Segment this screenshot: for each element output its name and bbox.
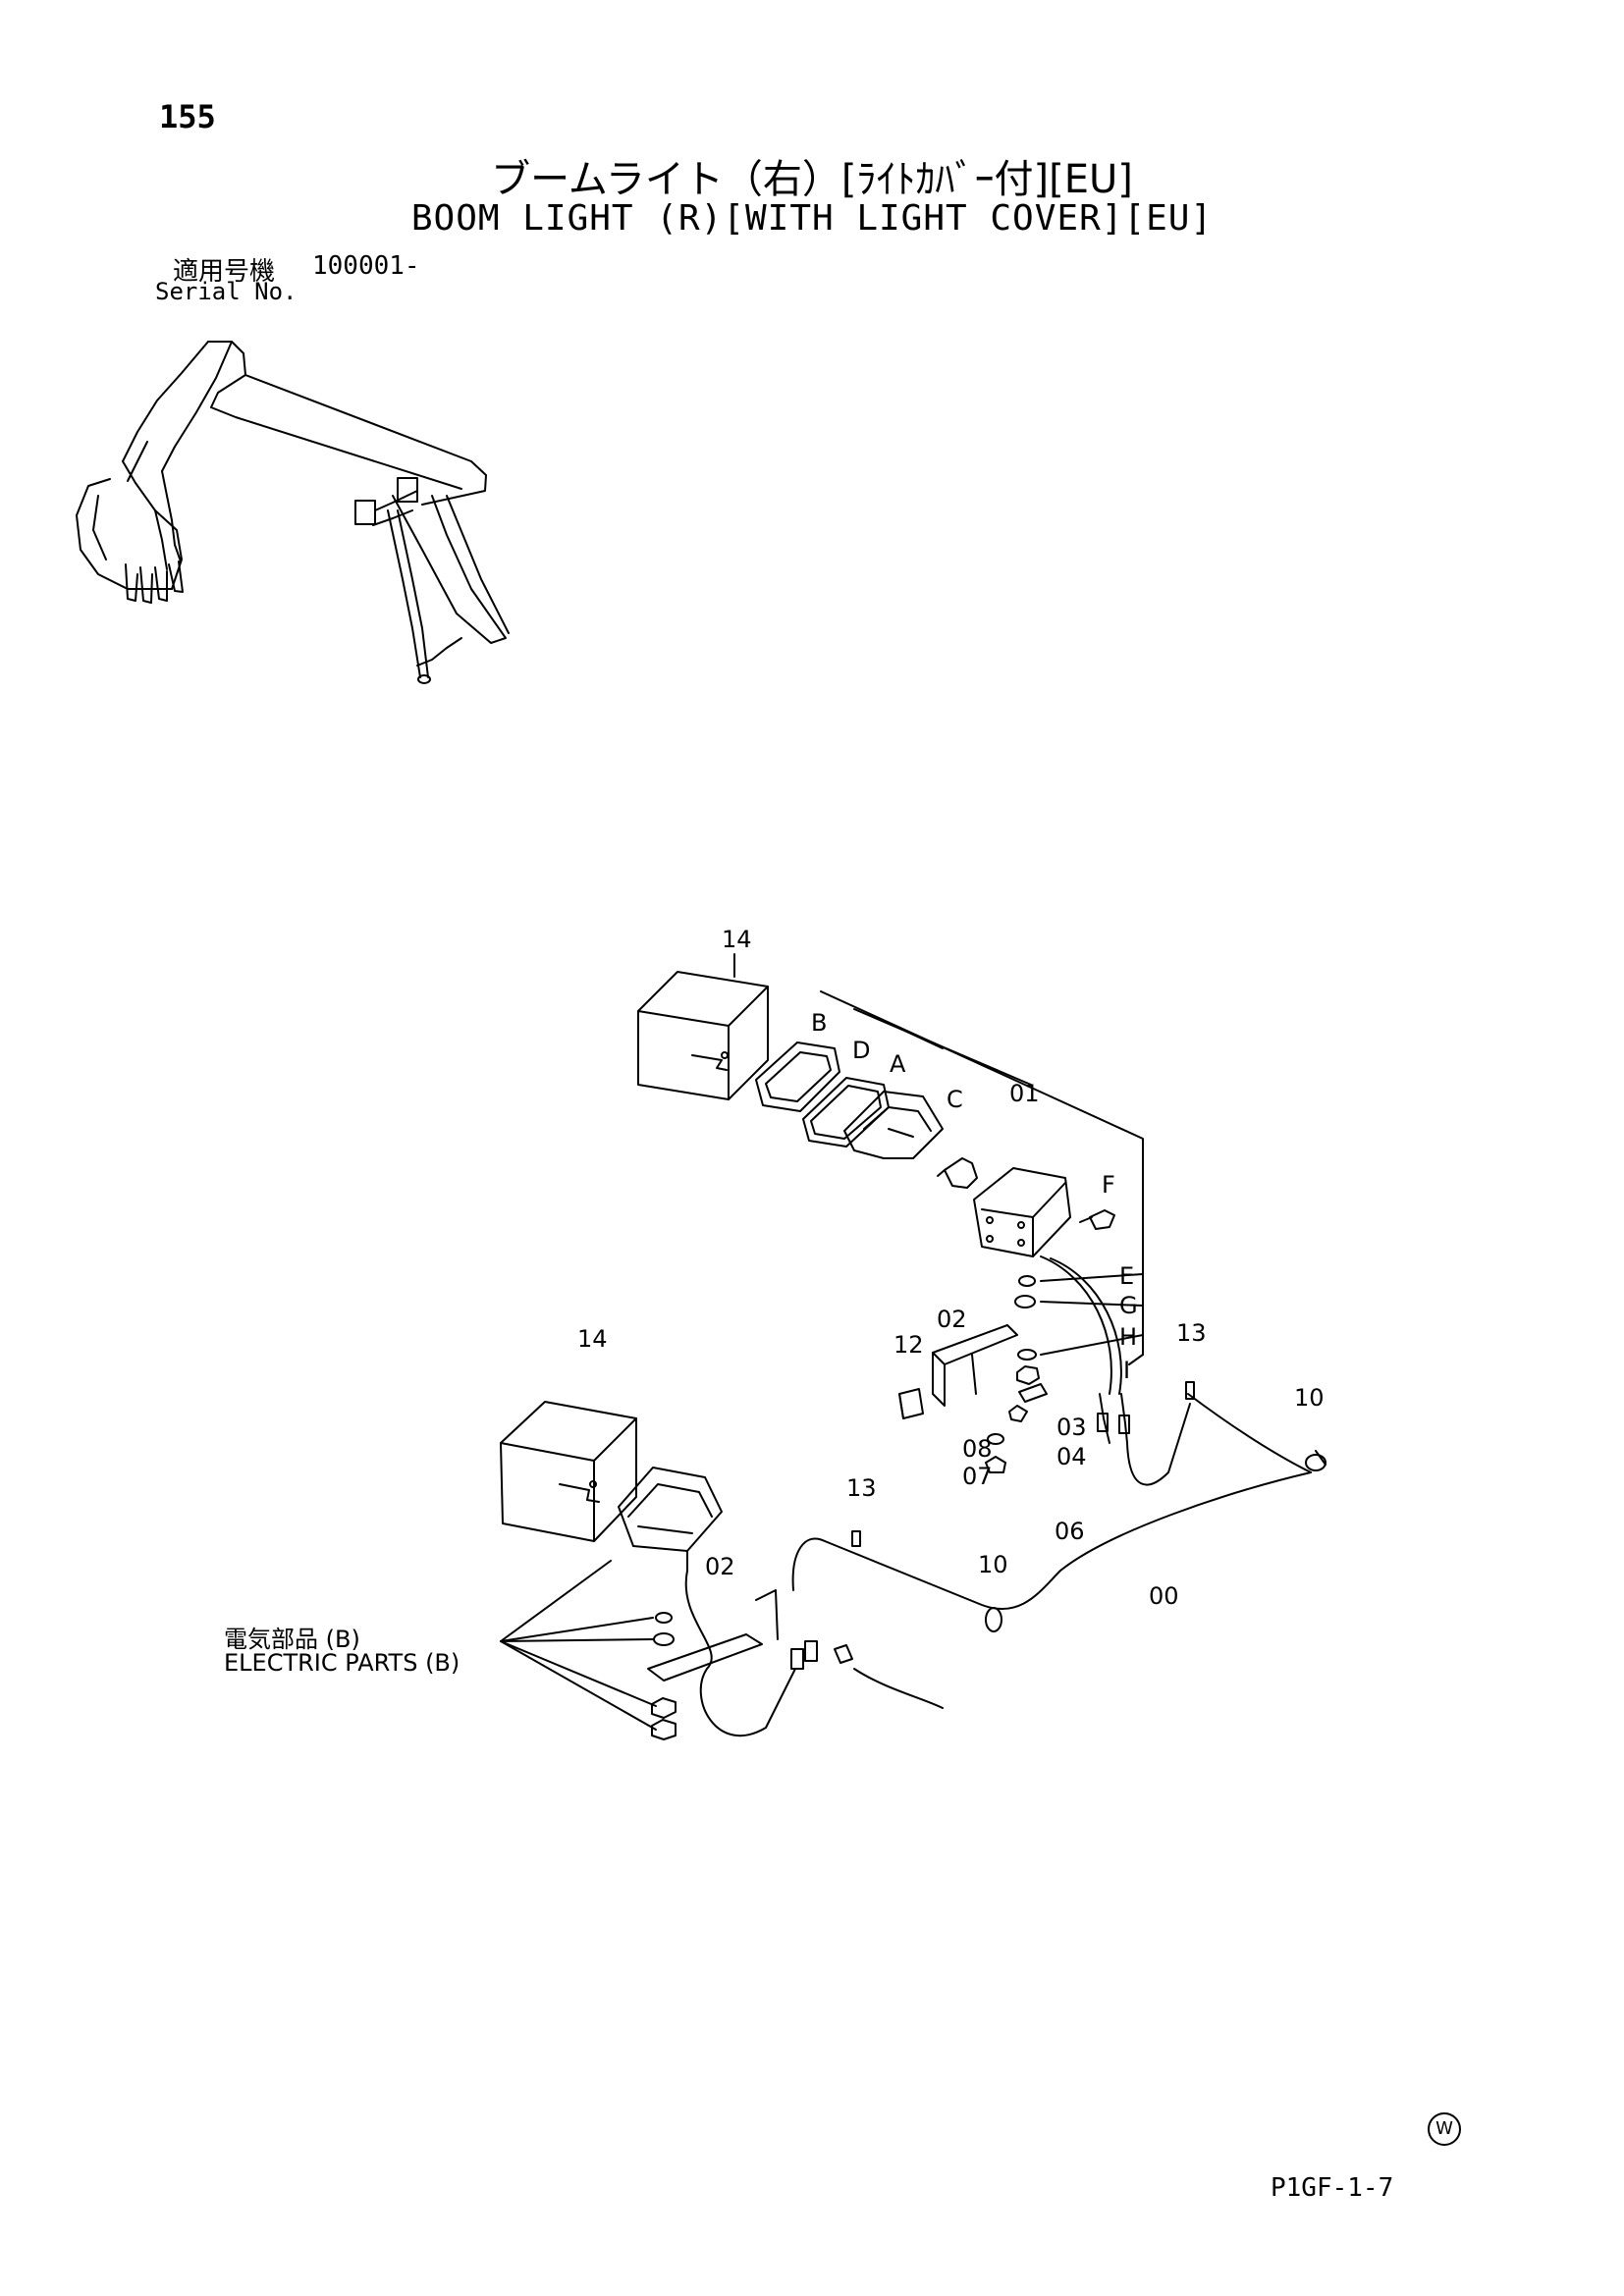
callout-H: H — [1119, 1323, 1137, 1351]
callout-F: F — [1102, 1171, 1115, 1199]
callout-D: D — [852, 1037, 870, 1064]
callout-14-upper: 14 — [722, 926, 752, 953]
electric-parts-label-japanese: 電気部品 (B) — [224, 1626, 360, 1653]
title-japanese: ブームライト（右）[ﾗｲﾄｶﾊﾞｰ付][EU] — [491, 157, 1133, 202]
callout-02-upper: 02 — [937, 1306, 967, 1333]
callout-07: 07 — [962, 1463, 993, 1490]
callout-G: G — [1119, 1292, 1138, 1319]
lower-light-assembly — [500, 1381, 1326, 1740]
callout-10-lower: 10 — [978, 1551, 1008, 1578]
callout-08: 08 — [962, 1435, 993, 1463]
title-english: BOOM LIGHT (R)[WITH LIGHT COVER][EU] — [410, 198, 1214, 239]
page-code: P1GF-1-7 — [1271, 2173, 1394, 2203]
upper-light-assembly — [637, 971, 1191, 1486]
callout-02-lower: 02 — [705, 1553, 735, 1580]
callout-labels: 14 B D A C 01 F E G H I 02 12 13 10 03 0… — [577, 926, 1325, 1610]
callout-13-upper: 13 — [1176, 1319, 1207, 1347]
callout-04: 04 — [1056, 1443, 1087, 1470]
callout-I: I — [1123, 1357, 1130, 1384]
serial-label-english: Serial No. — [155, 278, 298, 305]
serial-label-japanese: 適用号機 — [173, 257, 276, 287]
callout-A: A — [890, 1050, 906, 1078]
callout-10-upper: 10 — [1294, 1384, 1325, 1412]
serial-value: 100001- — [312, 251, 420, 281]
callout-B: B — [811, 1009, 827, 1037]
callout-E: E — [1119, 1262, 1134, 1290]
callout-C: C — [947, 1086, 963, 1113]
callout-12: 12 — [893, 1331, 924, 1359]
page-number: 155 — [159, 98, 216, 135]
callout-03: 03 — [1056, 1414, 1087, 1441]
callout-06: 06 — [1055, 1518, 1085, 1545]
callout-01: 01 — [1009, 1080, 1040, 1107]
callout-13-lower: 13 — [846, 1474, 877, 1502]
callout-14-lower: 14 — [577, 1325, 608, 1353]
electric-parts-label-english: ELECTRIC PARTS (B) — [224, 1649, 460, 1677]
callout-00: 00 — [1149, 1582, 1179, 1610]
watermark-w-icon: W — [1428, 2112, 1461, 2146]
excavator-overview-drawing — [76, 341, 510, 684]
